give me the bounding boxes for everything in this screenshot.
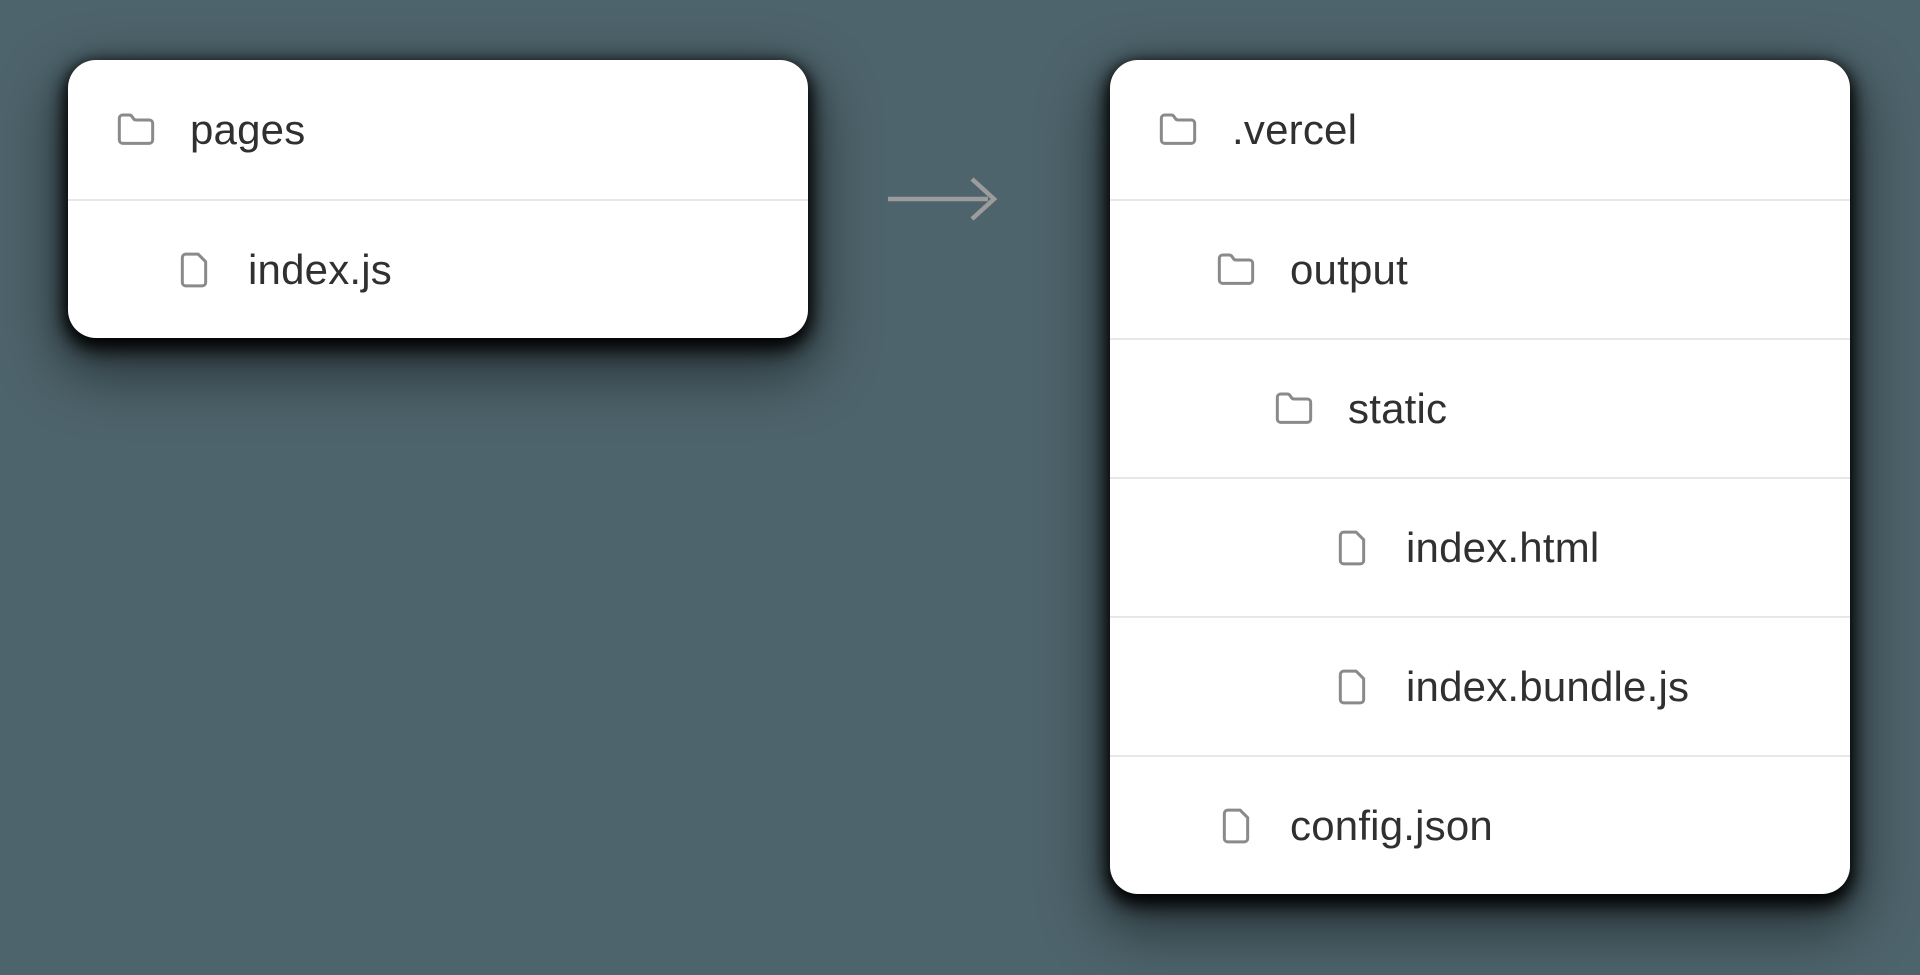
tree-row: pages: [68, 60, 808, 199]
arrow-right-icon: [888, 177, 998, 221]
source-file-tree-card: pages index.js: [68, 60, 808, 338]
tree-row-label: static: [1348, 384, 1448, 432]
tree-row: static: [1110, 338, 1850, 477]
tree-row-label: index.html: [1406, 523, 1600, 571]
build-output-file-tree-card: .vercel output static index.html index.b…: [1110, 60, 1850, 894]
tree-row: config.json: [1110, 755, 1850, 894]
tree-row: index.js: [68, 199, 808, 338]
tree-row: index.html: [1110, 477, 1850, 616]
file-icon: [1216, 806, 1256, 846]
tree-row-label: pages: [190, 105, 306, 153]
folder-icon: [1216, 250, 1256, 290]
folder-icon: [1274, 389, 1314, 429]
tree-row: index.bundle.js: [1110, 616, 1850, 755]
tree-row-label: config.json: [1290, 801, 1493, 849]
tree-row-label: .vercel: [1232, 105, 1358, 153]
tree-row-label: output: [1290, 245, 1408, 293]
folder-icon: [116, 110, 156, 150]
file-icon: [174, 250, 214, 290]
tree-row: output: [1110, 199, 1850, 338]
folder-icon: [1158, 110, 1198, 150]
tree-row-label: index.js: [248, 245, 393, 293]
file-icon: [1332, 667, 1372, 707]
tree-row-label: index.bundle.js: [1406, 662, 1690, 710]
tree-row: .vercel: [1110, 60, 1850, 199]
file-icon: [1332, 528, 1372, 568]
